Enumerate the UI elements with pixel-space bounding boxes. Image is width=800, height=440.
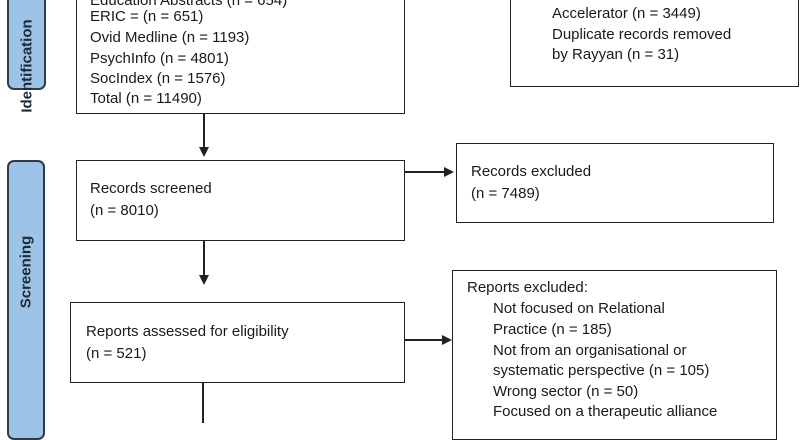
line: Not focused on Relational xyxy=(493,300,665,317)
line: PsychInfo (n = 4801) xyxy=(90,50,229,67)
line: Wrong sector (n = 50) xyxy=(493,383,639,400)
stage-text: Identification xyxy=(18,19,35,113)
line: ERIC = (n = 651) xyxy=(90,8,204,25)
reports-assessed-box: Reports assessed for eligibility (n = 52… xyxy=(70,302,405,383)
stage-label-screening: Screening xyxy=(7,160,45,440)
reports-excluded-box: Reports excluded: Not focused on Relatio… xyxy=(452,270,777,440)
arrow-line xyxy=(203,241,205,276)
arrow-line xyxy=(202,383,204,423)
line: (n = 521) xyxy=(86,345,147,362)
line: systematic perspective (n = 105) xyxy=(493,362,710,379)
arrow-head-down xyxy=(199,147,209,157)
line: Total (n = 11490) xyxy=(90,90,202,107)
line: (n = 7489) xyxy=(471,185,540,202)
line: SocIndex (n = 1576) xyxy=(90,70,226,87)
line: Focused on a therapeutic alliance xyxy=(493,403,718,420)
stage-label-identification: Identification xyxy=(7,0,46,113)
title: Reports excluded: xyxy=(467,279,588,296)
line: Not from an organisational or xyxy=(493,342,687,359)
records-removed-box: Accelerator (n = 3449) Duplicate records… xyxy=(510,0,799,87)
line: Duplicate records removed xyxy=(552,26,732,43)
line: (n = 8010) xyxy=(90,202,159,219)
records-excluded-box: Records excluded (n = 7489) xyxy=(456,143,774,223)
records-identified-box: Education Abstracts (n = 654) ERIC = (n … xyxy=(76,0,405,114)
line: Records excluded xyxy=(471,163,592,180)
line: Reports assessed for eligibility xyxy=(86,323,289,340)
records-screened-box: Records screened (n = 8010) xyxy=(76,160,405,241)
arrow-line xyxy=(203,114,205,148)
arrow-line xyxy=(405,339,443,341)
arrow-head-right xyxy=(444,167,454,177)
line: Accelerator (n = 3449) xyxy=(552,5,701,22)
stage-text: Screening xyxy=(17,236,35,309)
line: Ovid Medline (n = 1193) xyxy=(90,29,250,46)
arrow-line xyxy=(405,171,445,173)
arrow-head-right xyxy=(442,335,452,345)
line: Education Abstracts (n = 654) xyxy=(90,0,288,9)
line: by Rayyan (n = 31) xyxy=(552,46,680,63)
arrow-head-down xyxy=(199,275,209,285)
line: Practice (n = 185) xyxy=(493,321,612,338)
line: Records screened xyxy=(90,180,212,197)
